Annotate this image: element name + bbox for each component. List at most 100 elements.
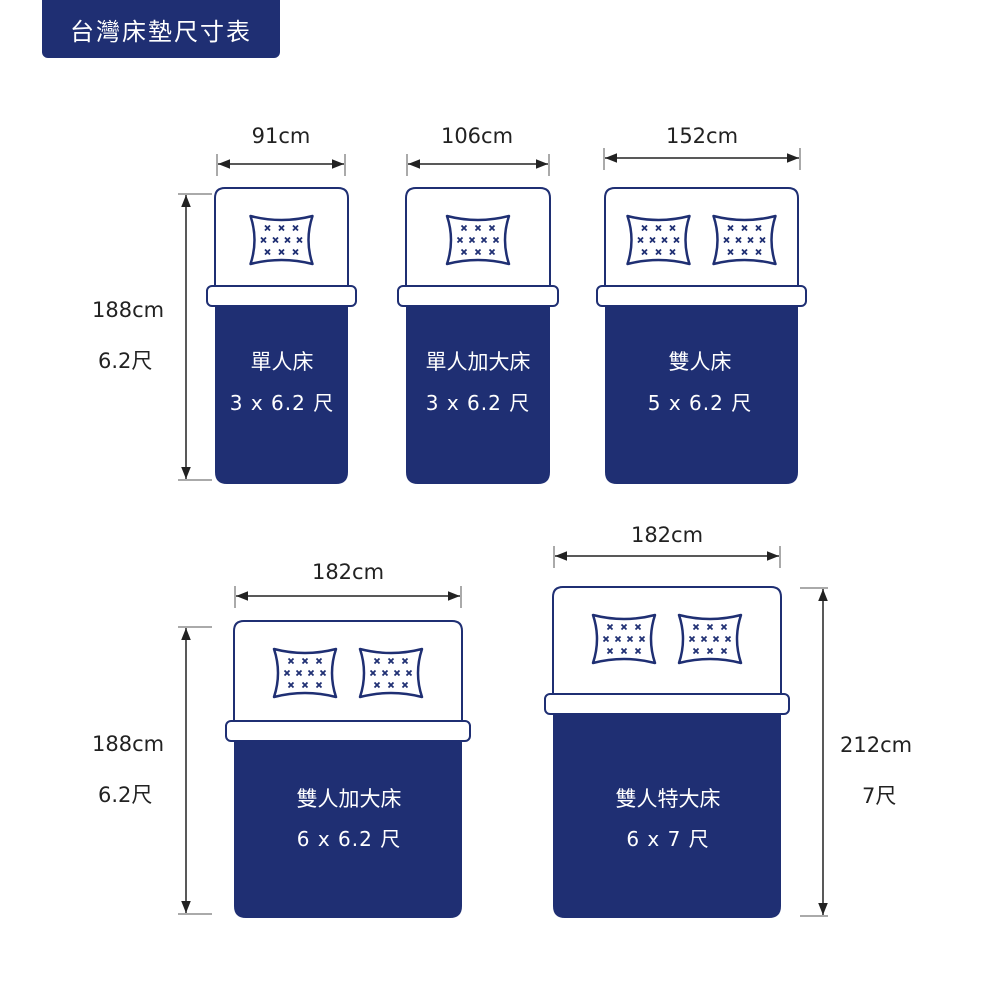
bed-3-pillow-right-dot [401, 681, 409, 689]
bed-2-pillow-left-dot [661, 236, 668, 244]
bed-3-pillow-left-dot [283, 669, 291, 677]
row2-height-feet: 6.2尺 [98, 783, 153, 807]
bed-1-pillow-dot [492, 236, 500, 244]
bed-3-pillow-left-dot [315, 657, 323, 665]
bed-0-rail [206, 285, 357, 307]
row1-height-cm: 188cm [92, 298, 165, 322]
bed-0-pillow [249, 214, 314, 266]
bed-0-mattress [215, 306, 348, 484]
bed-3-pillow-left-dot [295, 669, 303, 677]
bed-0-pillow-dot [264, 248, 271, 256]
bed-2-headboard [604, 187, 799, 296]
single-bed-size: 3 x 6.2 尺 [229, 391, 335, 415]
bed-1-pillow [445, 214, 511, 266]
bed-3-pillow-right-dot [387, 681, 395, 689]
bed-3-pillow-left-dot [307, 669, 315, 677]
bed-3-pillow-right-dot [373, 657, 381, 665]
bed-4-pillow-left-dot [634, 623, 642, 631]
bed-4-pillow-right-dot [706, 623, 714, 631]
bed-4-headboard [552, 586, 782, 704]
bed-2-mattress [605, 306, 798, 484]
bed-3-pillow-left-dot [301, 657, 309, 665]
bed-2-pillow-right-dot [755, 248, 762, 256]
bed-4-pillow-left-dot [620, 647, 628, 655]
bed-4-pillow-right-dot [724, 635, 732, 643]
bed-2-rail [596, 285, 807, 307]
bed-4-pillow-left-dot [626, 635, 634, 643]
bed-2-pillow-right-dot [727, 248, 734, 256]
bed-1-pillow-dot [480, 236, 488, 244]
bed-1-mattress [406, 306, 550, 484]
bed-0-pillow-dot [292, 248, 299, 256]
king-height-cm: 212cm [840, 733, 913, 757]
bed-4-pillow-left-dot [634, 647, 642, 655]
bed-4-pillow-right-dot [700, 635, 708, 643]
bed-2-pillow-right-dot [747, 236, 754, 244]
bed-3-pillow-right [358, 647, 424, 699]
bed-0-pillow-dot [284, 236, 291, 244]
bed-3-pillow-left-dot [319, 669, 327, 677]
bed-4-pillow-right [677, 613, 743, 665]
bed-3-pillow-right-dot [405, 669, 413, 677]
king-bed-name: 雙人特大床 [615, 787, 721, 811]
bed-4-mattress [553, 714, 781, 918]
bed-2-pillow-left-dot [673, 236, 680, 244]
bed-4-pillow-right-dot [688, 635, 696, 643]
bed-3-pillow-right-dot [381, 669, 389, 677]
bed-4-pillow-right-dot [720, 623, 728, 631]
bed-0-pillow-dot [292, 224, 299, 232]
bed-3-mattress [234, 741, 462, 918]
double-bed-name: 雙人床 [668, 350, 732, 374]
bed-4-pillow-left-dot [620, 623, 628, 631]
bed-2-pillow-left-dot [669, 248, 676, 256]
single-width-label: 91cm [251, 124, 311, 148]
bed-4-pillow-left [591, 613, 657, 665]
bed-2-pillow-right [712, 214, 777, 266]
bed-1-pillow-dot [474, 248, 482, 256]
bed-3-pillow-left-dot [287, 681, 295, 689]
bed-2-pillow-right-dot [759, 236, 766, 244]
bed-0-pillow-dot [278, 224, 285, 232]
bed-2-pillow-right-dot [741, 248, 748, 256]
bed-2-pillow-left-dot [641, 248, 648, 256]
bed-1-pillow-dot [488, 248, 496, 256]
bed-2-pillow-right-dot [735, 236, 742, 244]
bed-0-pillow-dot [264, 224, 271, 232]
bed-2-pillow-right-dot [755, 224, 762, 232]
double-width-label: 152cm [665, 124, 739, 148]
bed-4-pillow-right-dot [712, 635, 720, 643]
bed-3-pillow-right-dot [393, 669, 401, 677]
bed-4-pillow-left-dot [606, 647, 614, 655]
bed-2-pillow-left-dot [655, 224, 662, 232]
bed-4-pillow-left-dot [614, 635, 622, 643]
bed-2-pillow-right-dot [741, 224, 748, 232]
bed-2-pillow-left-dot [637, 236, 644, 244]
row2-height-cm: 188cm [92, 732, 165, 756]
bed-1-pillow-dot [474, 224, 482, 232]
bed-3-headboard [233, 620, 463, 731]
bed-3-pillow-right-dot [401, 657, 409, 665]
bed-4-pillow-left-dot [638, 635, 646, 643]
king-height-feet: 7尺 [862, 784, 897, 808]
double-bed-size: 5 x 6.2 尺 [647, 391, 753, 415]
bed-2-pillow-left [626, 214, 691, 266]
row1-height-feet: 6.2尺 [98, 349, 153, 373]
single-large-bed-size: 3 x 6.2 尺 [425, 391, 531, 415]
king-width-label: 182cm [630, 523, 704, 547]
bed-0-pillow-dot [272, 236, 279, 244]
bed-1-pillow-dot [460, 224, 468, 232]
bed-3-rail [225, 720, 471, 742]
bed-4-pillow-left-dot [602, 635, 610, 643]
bed-3-pillow-left-dot [315, 681, 323, 689]
single-large-width-label: 106cm [440, 124, 514, 148]
bed-2-pillow-left-dot [649, 236, 656, 244]
bed-4-pillow-right-dot [720, 647, 728, 655]
bed-4-pillow-right-dot [692, 623, 700, 631]
bed-1-pillow-dot [456, 236, 464, 244]
bed-1-rail [397, 285, 559, 307]
bed-2-pillow-right-dot [723, 236, 730, 244]
page-title: 台灣床墊尺寸表 [42, 0, 280, 58]
bed-1-pillow-dot [488, 224, 496, 232]
bed-0-pillow-dot [260, 236, 267, 244]
bed-3-pillow-right-dot [373, 681, 381, 689]
